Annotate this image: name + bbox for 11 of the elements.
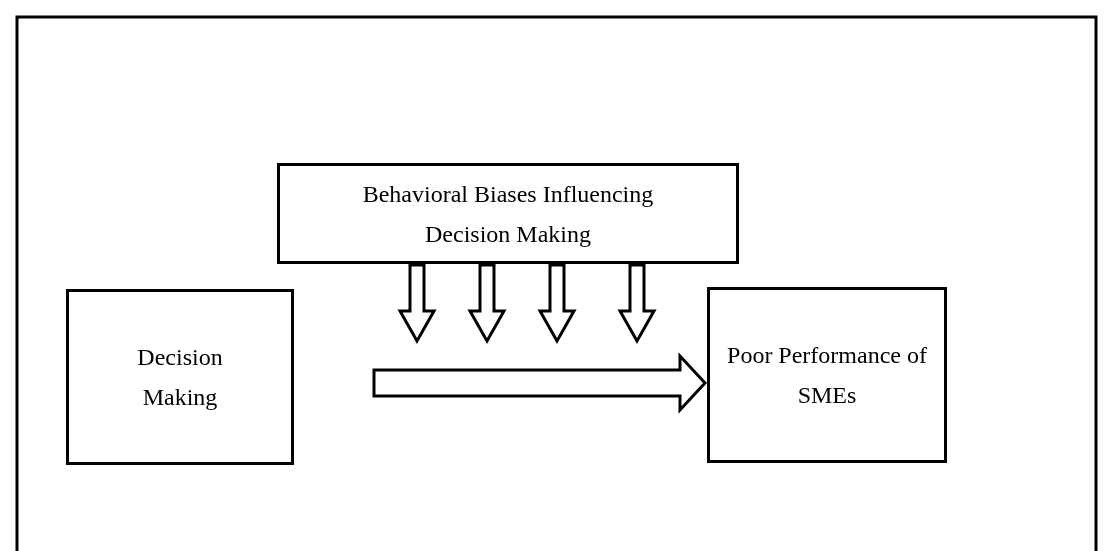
process-box: [707, 287, 947, 463]
block-arrow: [537, 263, 577, 345]
process-box: [66, 289, 294, 465]
process-box: [277, 163, 739, 264]
block-arrow: [397, 263, 437, 345]
block-arrow: [617, 263, 657, 345]
box-label: Decision Making: [136, 343, 224, 412]
box-label: Poor Performance of SMEs: [727, 341, 927, 410]
block-arrow: [372, 352, 708, 414]
box-label: Behavioral Biases Influencing Decision Making: [361, 179, 655, 249]
block-arrow: [467, 263, 507, 345]
